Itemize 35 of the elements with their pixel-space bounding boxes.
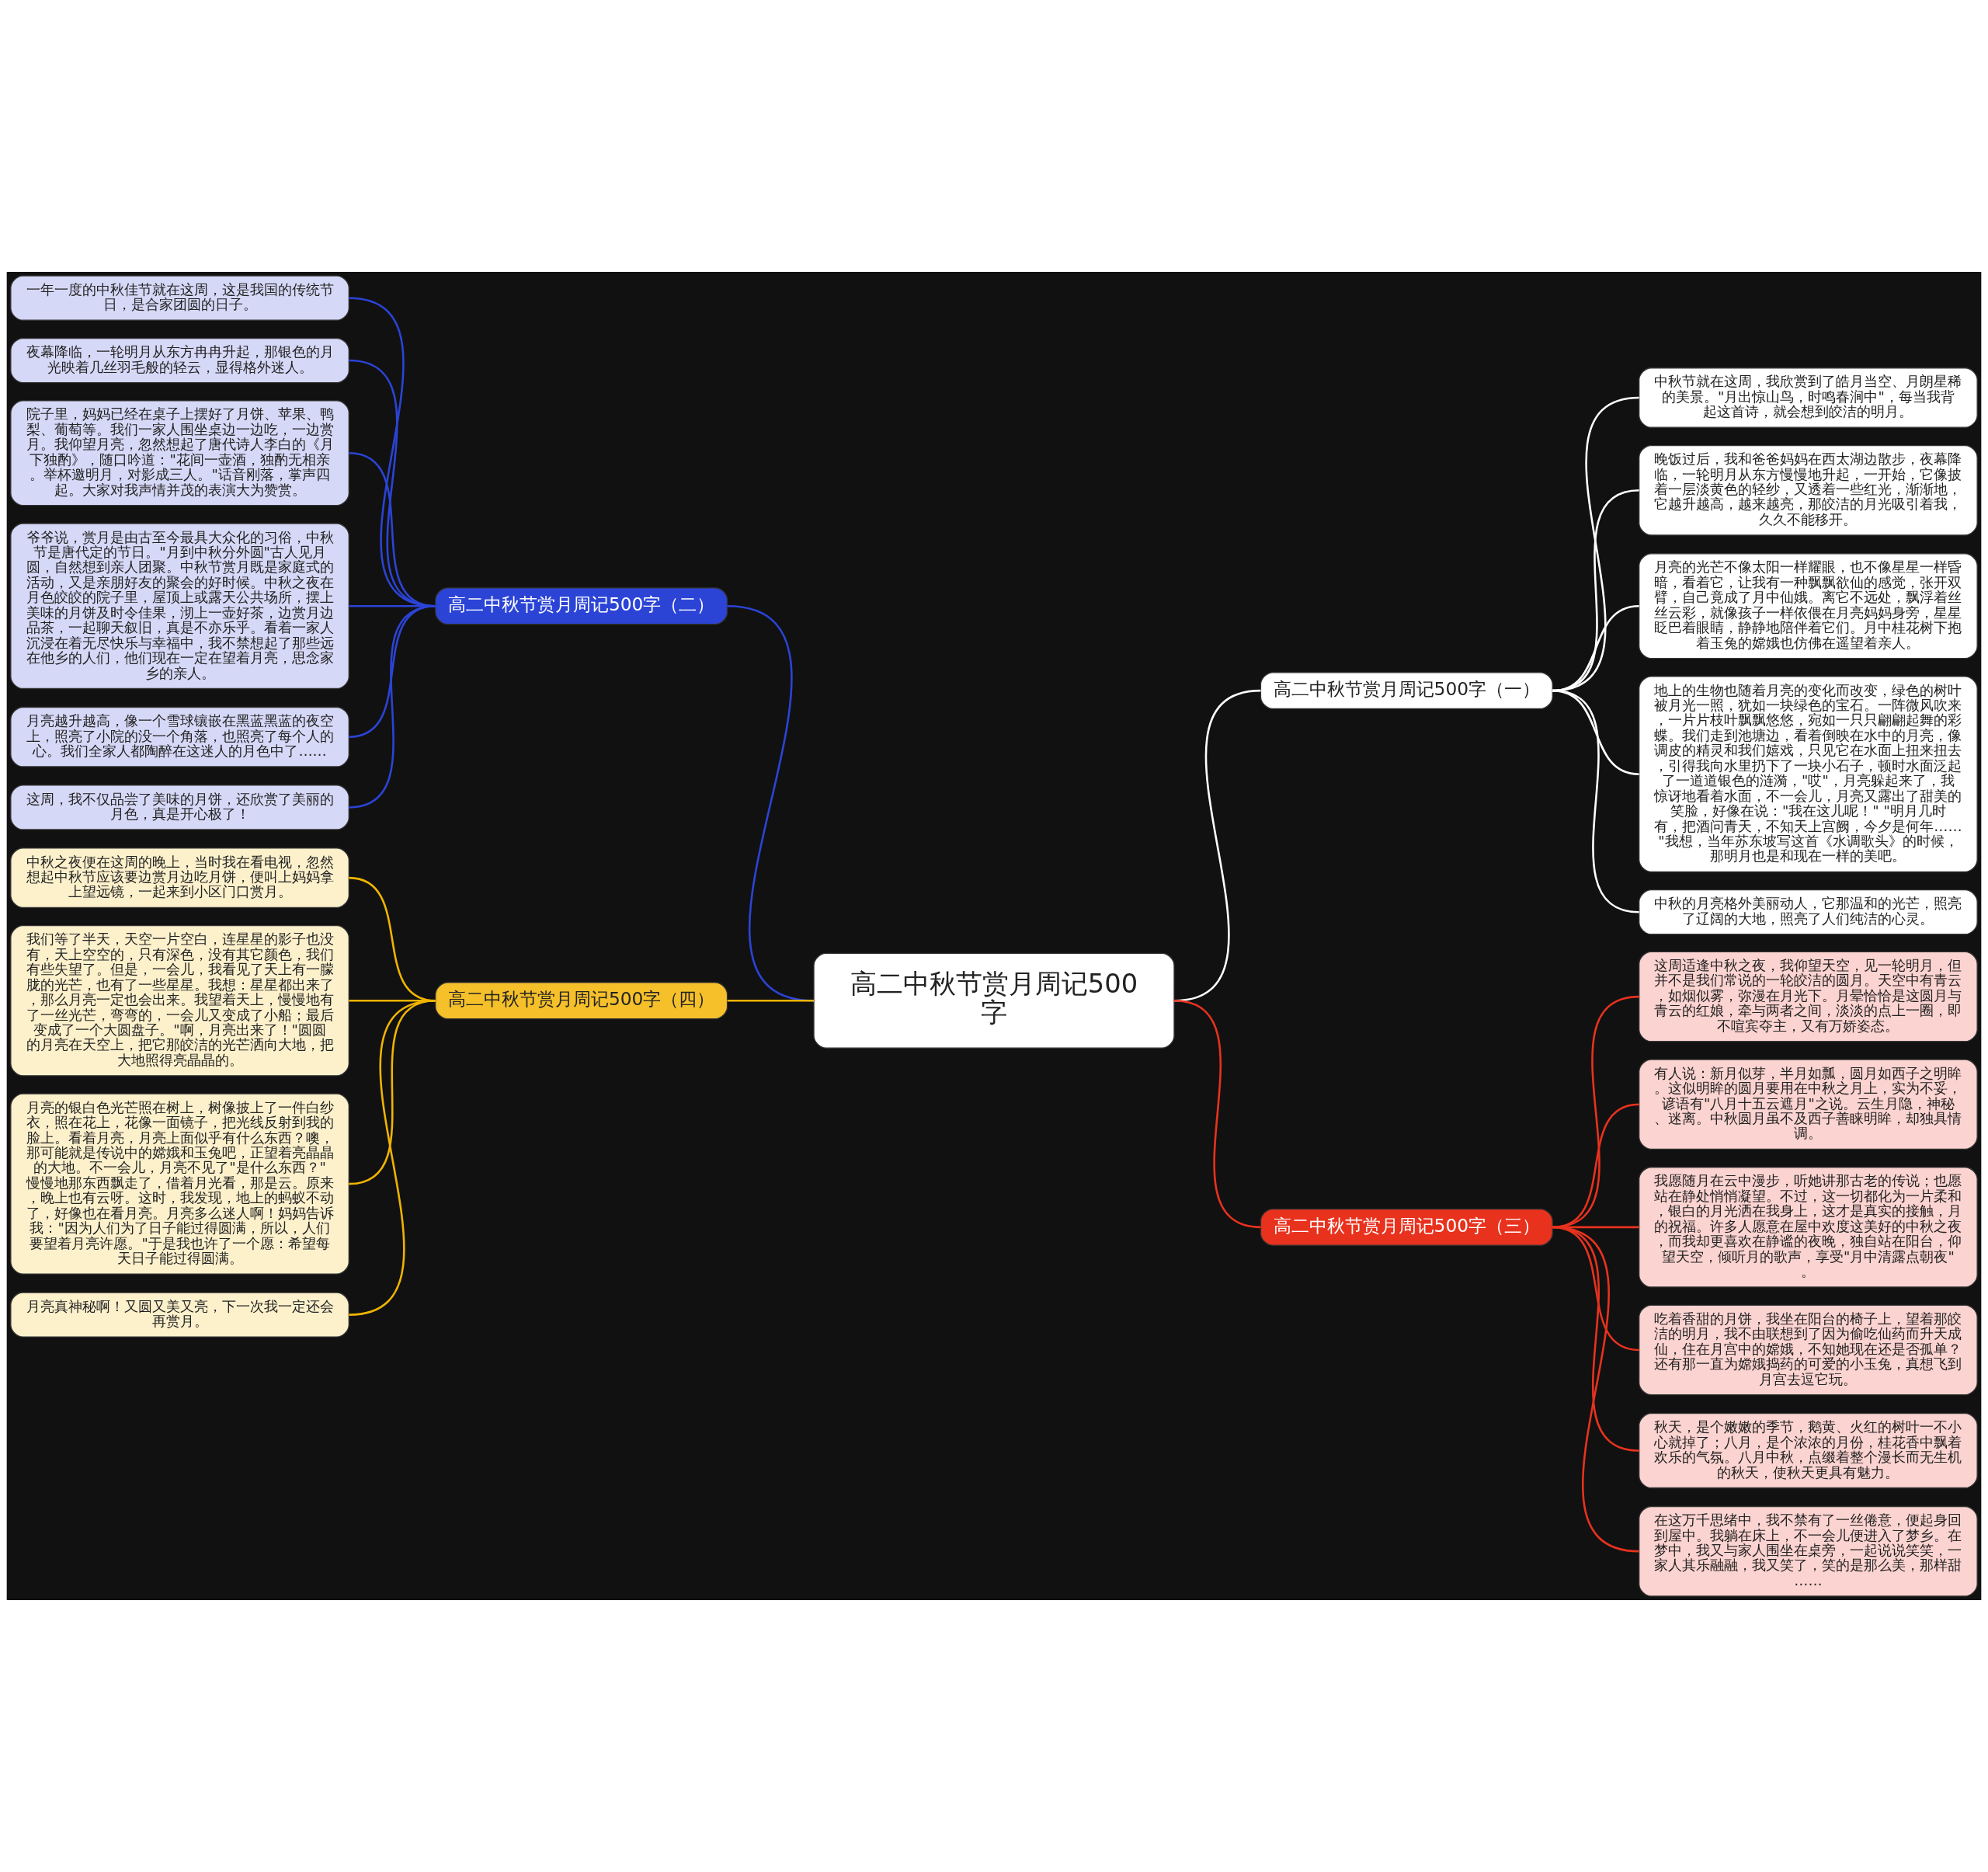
connector [727, 999, 815, 1002]
connector [1173, 1000, 1261, 1229]
node-box: 我愿随月在云中漫步，听她讲那古老的传说；也愿站在静处悄悄凝望。不过，这一切都化为一片柔和，银白的月光洒在我身上，这才是真实的接触，月的祝福。许多人愿意在屋中欢度这美好的中秋之夜，而我却更喜欢在静谧的夜晚，独自站在阳台，仰望天空，倾听月的歌声，享受"月中清露点朝夜"。 [1639, 1167, 1978, 1288]
node-box: 爷爷说，赏月是由古至今最具大众化的习俗，中秋节是唐代定的节日。"月到中秋分外圆"古人见月圆，自然想到亲人团聚。中秋节赏月既是家庭式的活动，又是亲朋好友的聚会的好时候。中秋之夜在月色皎皎的院子里，屋顶上或露天公共场所，摆上美味的月饼及时令佳果，沏上一壶好茶，边赏月边品茶，一起聊天叙旧，真是不亦乐乎。看着一家人沉浸在着无尽快乐与幸福中，我不禁想起了那些远在他乡的人们，他们现在一定在望着月亮，思念家乡的亲人。 [10, 523, 349, 690]
connector [727, 605, 815, 1002]
connector [1552, 689, 1639, 913]
node-box: 夜幕降临，一轮明月从东方冉冉升起，那银色的月光映着几丝羽毛般的轻云，显得格外迷人。 [10, 337, 349, 384]
connector [1552, 1226, 1639, 1553]
node-box: 高二中秋节赏月周记500字（三） [1260, 1208, 1553, 1246]
connector [1552, 995, 1639, 1229]
node-box: 院子里，妈妈已经在桌子上摆好了月饼、苹果、鸭梨、葡萄等。我们一家人围坐桌边一边吃，一边赏月。我仰望月亮，忽然想起了唐代诗人李白的《月下独酌》，随口吟道："花间一壶酒，独酌无相亲。举杯邀明月，对影成三人。"话音刚落，掌声四起。大家对我声情并茂的表演大为赞赏。 [10, 400, 349, 506]
node-box: 高二中秋节赏月周记500字 [813, 952, 1175, 1049]
node-box: 中秋节就在这周，我欣赏到了皓月当空、月朗星稀的美景。"月出惊山鸟，时鸣春涧中"，每当我背起这首诗，就会想到皎洁的明月。 [1639, 367, 1978, 428]
node-box: 高二中秋节赏月周记500字（四） [435, 982, 728, 1020]
node-box: 月亮真神秘啊！又圆又美又亮，下一次我一定还会再赏月。 [10, 1292, 349, 1338]
node-box: 中秋的月亮格外美丽动人，它那温和的光芒，照亮了辽阔的大地，照亮了人们纯洁的心灵。 [1639, 889, 1978, 935]
node-box: 秋天，是个嫩嫩的季节，鹅黄、火红的树叶一不小心就掉了；八月，是个浓浓的月份，桂花香中飘着欢乐的气氛。八月中秋，点缀着整个漫长而无生机的秋天，使秋天更具有魅力。 [1639, 1412, 1978, 1489]
node-box: 高二中秋节赏月周记500字（一） [1260, 672, 1553, 710]
node-box: 月亮越升越高，像一个雪球镶嵌在黑蓝黑蓝的夜空上，照亮了小院的没一个角落，也照亮了每个人的心。我们全家人都陶醉在这迷人的月色中了…… [10, 706, 349, 767]
node-box: 一年一度的中秋佳节就在这周，这是我国的传统节日，是合家团圆的日子。 [10, 275, 349, 321]
node-box: 晚饭过后，我和爸爸妈妈在西太湖边散步，夜幕降临，一轮明月从东方慢慢地升起，一开始，它像披着一层淡黄色的轻纱，又透着一些红光，渐渐地，它越升越高，越来越亮，那皎洁的月光吸引着我，久久不能移开。 [1639, 444, 1978, 536]
node-box: 这周，我不仅品尝了美味的月饼，还欣赏了美丽的月色，真是开心极了！ [10, 785, 349, 830]
node-box: 中秋之夜便在这周的晚上，当时我在看电视，忽然想起中秋节应该要边赏月边吃月饼，便叫上妈妈拿上望远镜，一起来到小区门口赏月。 [10, 847, 349, 909]
connector [349, 604, 436, 809]
connector [1552, 1103, 1639, 1229]
node-box: 吃着香甜的月饼，我坐在阳台的椅子上，望着那皎洁的明月，我不由联想到了因为偷吃仙药而升天成仙，住在月宫中的嫦娥，不知她现在还是否孤单？还有那一直为嫦娥捣药的可爱的小玉兔，真想飞到月宫去逗它玩。 [1639, 1304, 1978, 1396]
node-box: 这周适逢中秋之夜，我仰望天空，见一轮明月，但并不是我们常说的一轮皎洁的圆月。天空中有青云，如烟似雾，弥漫在月光下。月晕恰恰是这圆月与青云的红娘，牵与两者之间，淡淡的点上一圈，即不喧宾夺主，又有万娇姿态。 [1639, 951, 1978, 1042]
node-box: 我们等了半天，天空一片空白，连星星的影子也没有，天上空空的，只有深色，没有其它颜色，我们有些失望了。但是，一会儿，我看见了天上有一朦胧的光芒，也有了一些星星。我想：星星都出来了，那么月亮一定也会出来。我望着天上，慢慢地有了一丝光芒，弯弯的，一会儿又变成了小船；最后变成了一个大圆盘子。"啊，月亮出来了！"圆圆的月亮在天空上，把它那皎洁的光芒洒向大地，把大地照得亮晶晶的。 [10, 925, 349, 1077]
node-box: 地上的生物也随着月亮的变化而改变，绿色的树叶被月光一照，犹如一块绿色的宝石。一阵微风吹来，一片片枝叶飘飘悠悠，宛如一只只翩翩起舞的彩蝶。我们走到池塘边，看着倒映在水中的月亮，像调皮的精灵和我们嬉戏，只见它在水面上扭来扭去，引得我向水里扔下了一块小石子，顿时水面泛起了一道道银色的涟漪，"哎"，月亮躲起来了，我惊讶地看着水面，不一会儿，月亮又露出了甜美的笑脸，好像在说："我在这儿呢！" "明月几时有，把酒问青天，不知天上宫阙，今夕是何年……"我想，当年苏东坡写这首《水调歌头》的时候，那明月也是和现在一样的美吧。 [1639, 676, 1978, 873]
node-box: 在这万千思绪中，我不禁有了一丝倦意，便起身回到屋中。我躺在床上，不一会儿便进入了梦乡。在梦中，我又与家人围坐在桌旁，一起说说笑笑，一家人其乐融融，我又笑了，笑的是那么美，那样甜…… [1639, 1505, 1978, 1597]
node-box: 月亮的光芒不像太阳一样耀眼，也不像星星一样昏暗，看着它，让我有一种飘飘欲仙的感觉，张开双臂，自己竟成了月中仙娥。离它不远处，飘浮着丝丝云彩，就像孩子一样依偎在月亮妈妈身旁，星星眨巴着眼睛，静静地陪伴着它们。月中桂花树下抱着玉兔的嫦娥也仿佛在遥望着亲人。 [1639, 553, 1978, 659]
node-box: 月亮的银白色光芒照在树上，树像披上了一件白纱衣，照在花上，花像一面镜子，把光线反射到我的脸上。看着月亮，月亮上面似乎有什么东西？噢，那可能就是传说中的嫦娥和玉兔吧，正望着亮晶晶的大地。不一会儿，月亮不见了"是什么东西？"慢慢地那东西飘走了，借着月光看，那是云。原来，晚上也有云呀。这时，我发现，地上的蚂蚁不动了，好像也在看月亮。月亮多么迷人啊！妈妈告诉我："因为人们为了日子能过得圆满，所以，人们要望着月亮许愿。"于是我也许了一个愿：希望每天日子能过得圆满。 [10, 1093, 349, 1275]
node-box: 高二中秋节赏月周记500字（二） [435, 587, 728, 625]
node-box: 有人说：新月似芽，半月如瓢，圆月如西子之明眸。这似明眸的圆月要用在中秋之月上，实为不妥，谚语有"八月十五云遮月"之说。云生月隐，神秘、迷离。中秋圆月虽不及西子善睐明眸，却独具情调。 [1639, 1059, 1978, 1150]
connector [349, 1000, 436, 1316]
